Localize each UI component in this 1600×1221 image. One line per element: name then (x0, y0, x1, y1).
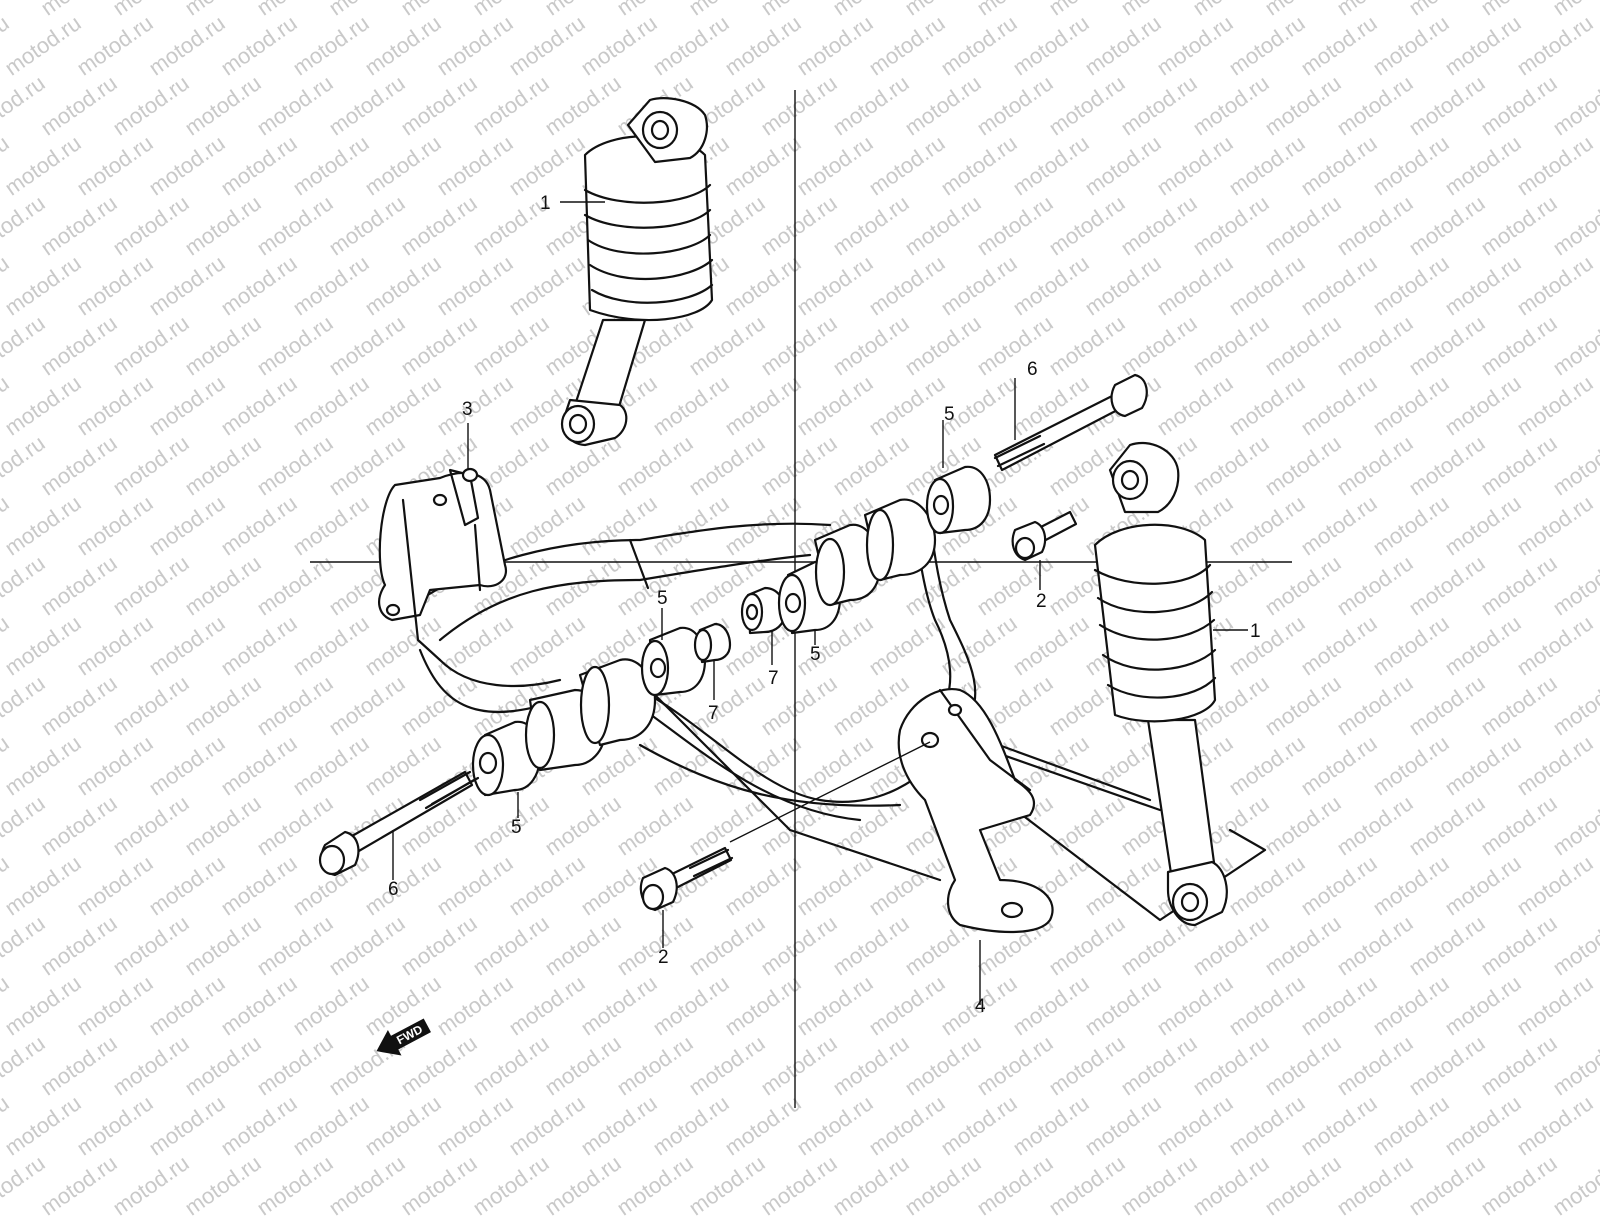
callout-collar-right: 7 (768, 668, 779, 689)
callout-bush-mid: 5 (657, 588, 668, 609)
callout-lower-bracket: 4 (975, 996, 986, 1017)
bolt-2-upper (1011, 510, 1078, 562)
callout-bolt6-lower: 6 (388, 879, 399, 900)
callout-bolt6-upper: 6 (1027, 359, 1038, 380)
callout-bracket: 3 (462, 399, 473, 420)
callout-numbers: 1 3 6 5 2 1 5 7 7 5 5 6 2 4 (388, 193, 1261, 1017)
callout-bush-low: 5 (511, 817, 522, 838)
lower-bracket-4 (897, 687, 1054, 933)
collar-7-right (740, 586, 787, 635)
bracket-3 (378, 467, 508, 662)
shock-absorber-left (560, 97, 714, 447)
bushing-center-right (813, 498, 937, 607)
bushing-5-low (471, 720, 542, 797)
callout-bolt2-lower: 2 (658, 947, 669, 968)
collar-7-left (693, 622, 732, 664)
bolt-6-lower (318, 770, 480, 877)
bolt-2-lower (639, 846, 734, 912)
callout-bush-top: 5 (944, 404, 955, 425)
bolt-6-upper (993, 373, 1148, 472)
callout-bolt2-upper: 2 (1036, 591, 1047, 612)
callout-shock-right: 1 (1250, 621, 1261, 642)
callout-shock-left: 1 (540, 193, 551, 214)
bushing-5-mid (640, 626, 707, 697)
shock-absorber-right (1093, 441, 1228, 927)
leader-lines (392, 201, 1248, 1005)
bushing-5-top (925, 465, 992, 535)
bushing-center-left (524, 658, 657, 772)
callout-bush-center: 5 (810, 644, 821, 665)
callout-collar-left: 7 (708, 703, 719, 724)
fwd-arrow: FWD (376, 1018, 431, 1056)
